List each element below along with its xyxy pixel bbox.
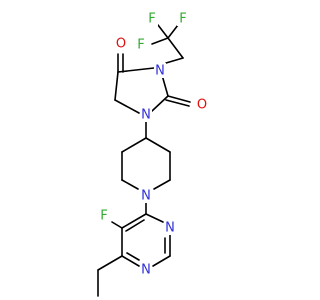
bond-c5-f xyxy=(111,221,123,229)
atom-label-oxygen: O xyxy=(197,98,207,113)
bond-n3-c4 xyxy=(117,67,155,73)
atom-label-nitrogen: N xyxy=(141,263,151,278)
bond-pyr-c6-n1-inner xyxy=(126,252,140,261)
atom-label-nitrogen: N xyxy=(141,108,151,123)
atom-label-oxygen: O xyxy=(116,37,126,52)
atom-background xyxy=(146,11,158,26)
bond-pyr-c4-c5-inner xyxy=(125,219,145,232)
atom-label-fluorine: F xyxy=(148,12,155,27)
atom-background xyxy=(98,208,110,223)
bond-n1-c2 xyxy=(151,95,169,112)
bond-c4-c5 xyxy=(114,71,119,101)
bond-cf3-f1 xyxy=(157,24,169,39)
atom-label-fluorine: F xyxy=(137,38,144,53)
bond-pip-n-c6 xyxy=(121,179,139,190)
bond-pyr-n3-c4 xyxy=(145,213,164,223)
atom-background xyxy=(196,97,208,112)
atom-background xyxy=(154,63,166,78)
bond-c5-n1 xyxy=(114,99,140,114)
bond-pip-c2-n xyxy=(153,179,171,190)
bond-layer xyxy=(97,24,191,297)
bond-pyr-c6-n1 xyxy=(121,255,140,267)
bond-cf3-ch2 xyxy=(167,37,184,59)
bond-c2-o-b xyxy=(165,99,190,107)
atom-background xyxy=(135,37,147,52)
bond-pip-c5-c4 xyxy=(121,137,147,153)
atom-label-fluorine: F xyxy=(100,209,107,224)
atom-label-nitrogen: N xyxy=(141,189,151,204)
bond-pyr-c4-c5 xyxy=(121,213,147,229)
bond-pip-c4-c3 xyxy=(145,137,171,153)
bond-cf3-f2 xyxy=(151,37,169,45)
bond-cf3-f3 xyxy=(167,24,179,39)
atom-background xyxy=(115,36,127,51)
bond-c2-n3 xyxy=(161,74,169,97)
bond-pyr-n1-c2 xyxy=(152,255,171,267)
atom-background xyxy=(177,11,189,26)
atom-background xyxy=(140,107,152,122)
bond-ch2-n3 xyxy=(165,57,184,64)
atom-background xyxy=(164,220,176,235)
atom-background xyxy=(140,188,152,203)
atom-label-fluorine: F xyxy=(179,12,186,27)
atom-label-nitrogen: N xyxy=(165,221,175,236)
atom-background xyxy=(140,262,152,277)
bond-c2-o-a xyxy=(167,95,191,103)
bond-c6-ch2 xyxy=(97,255,123,271)
canvas-background xyxy=(0,0,300,300)
atom-label-nitrogen: N xyxy=(155,64,165,79)
